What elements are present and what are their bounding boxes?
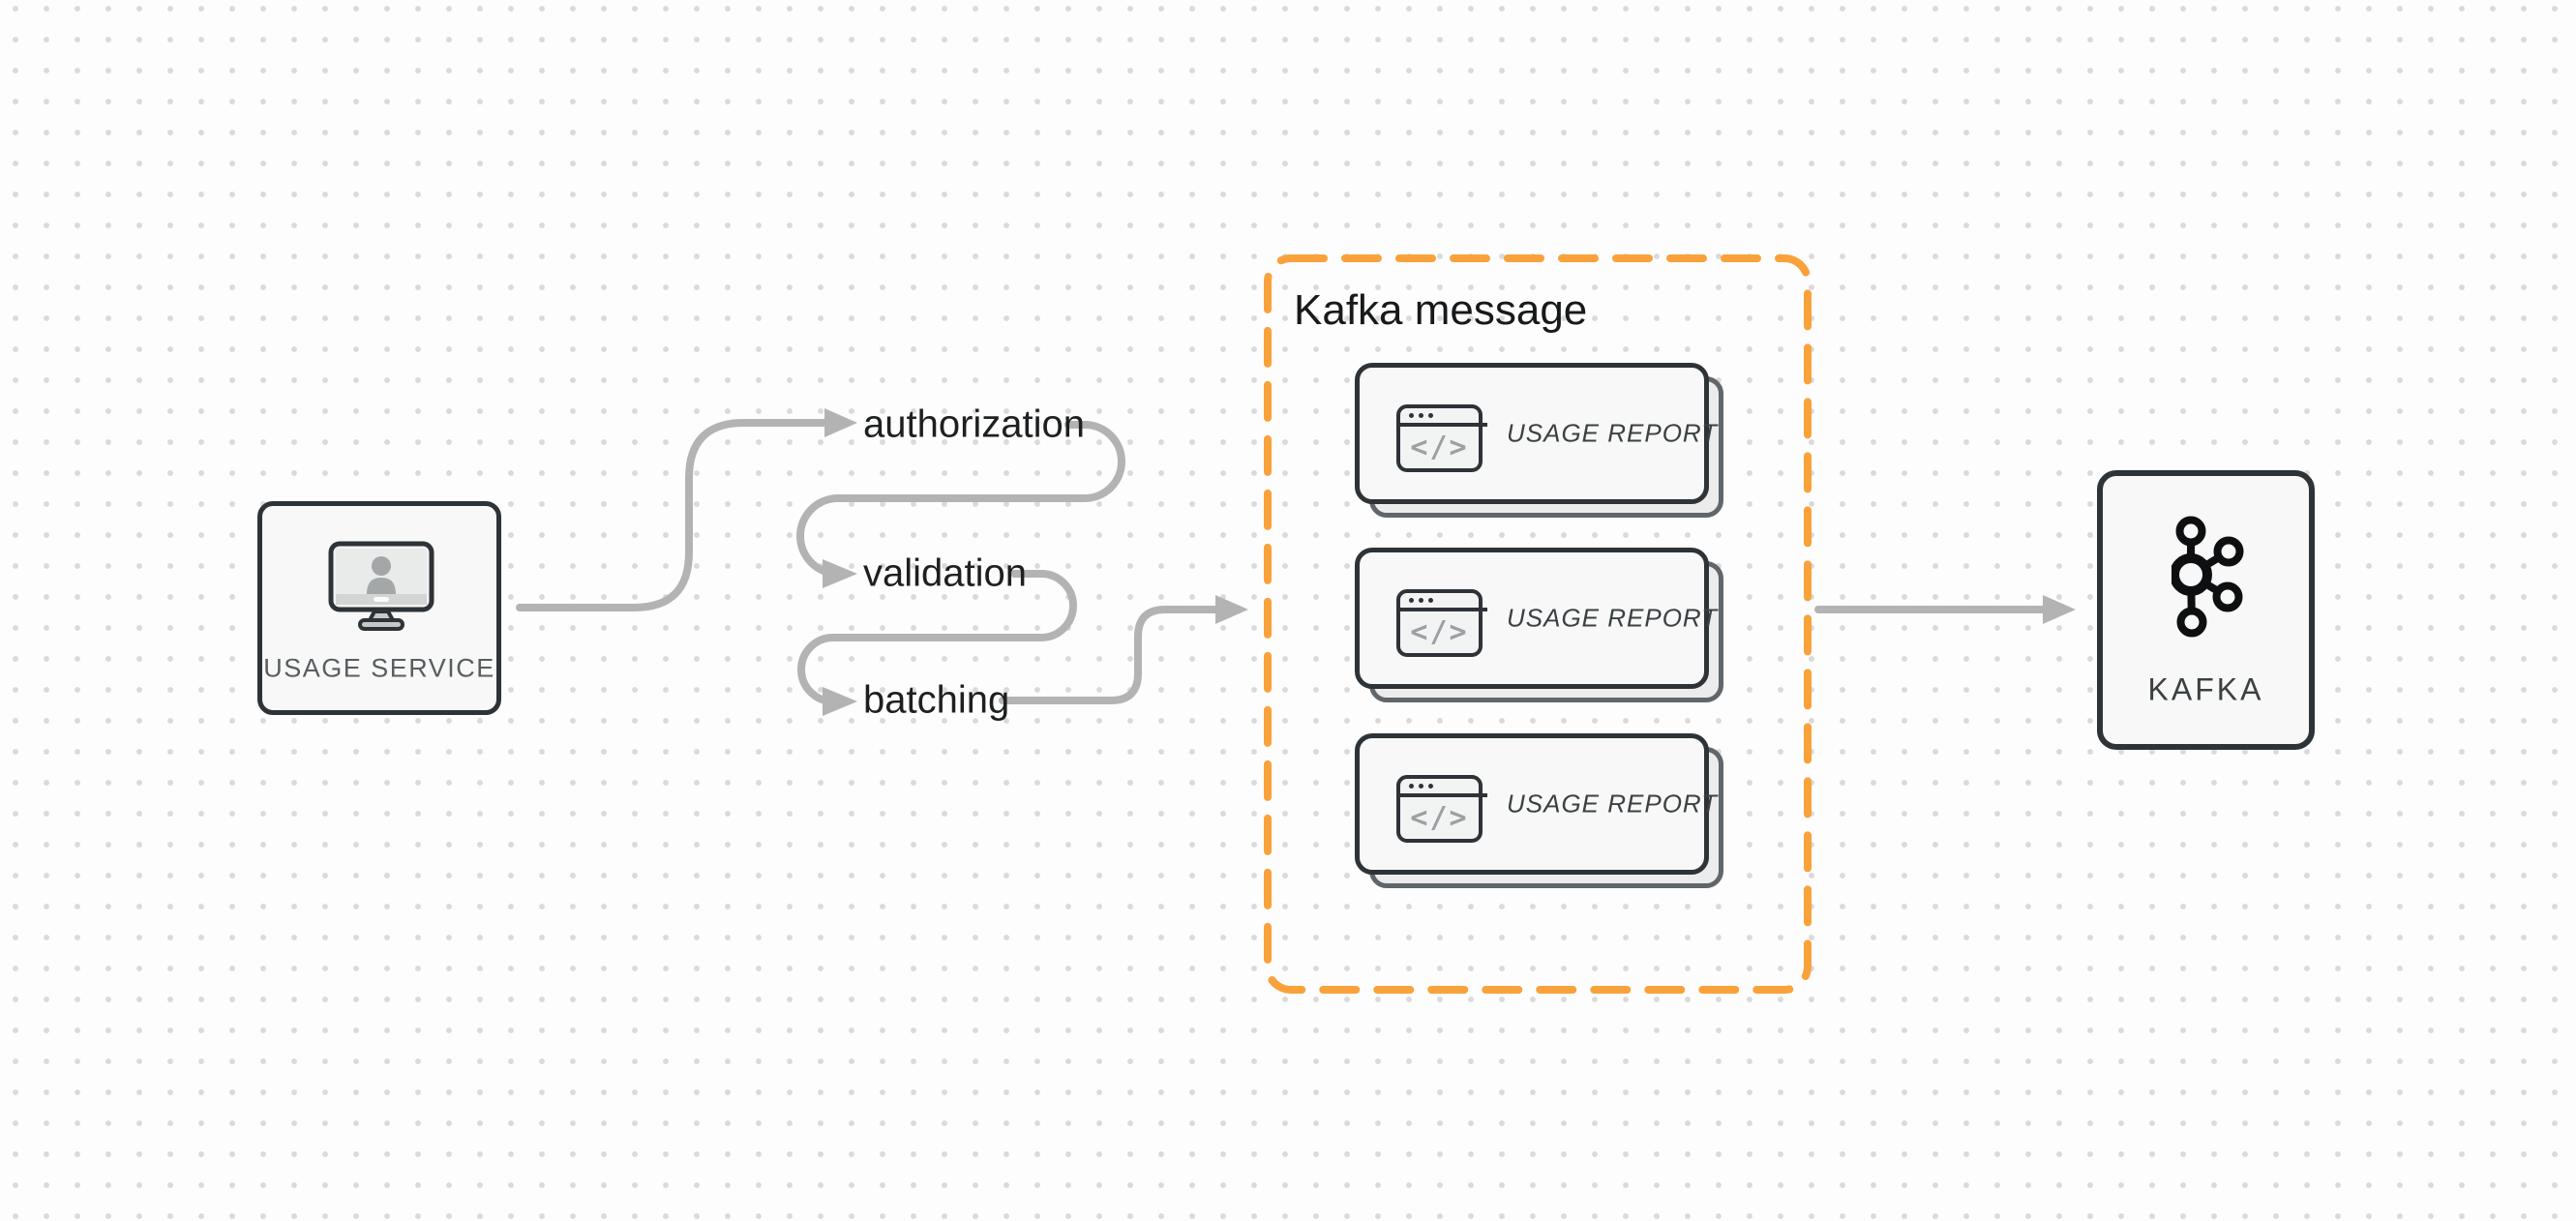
arrowhead-kafka-message <box>1215 595 1248 624</box>
arrowhead-authorization <box>824 408 857 437</box>
code-window-titlebar <box>1400 408 1487 427</box>
code-window-icon: </> <box>1396 775 1487 843</box>
usage-report-label: USAGE REPORT <box>1507 418 1719 448</box>
flow-step-batching: batching <box>863 678 1010 722</box>
arrow-validation-to-batching <box>797 570 1077 705</box>
monitor-user-icon <box>328 541 434 634</box>
usage-report-label: USAGE REPORT <box>1507 789 1719 819</box>
window-dot-icon <box>1409 784 1414 789</box>
window-dot-icon <box>1428 598 1433 603</box>
code-window-icon: </> <box>1396 589 1487 657</box>
window-dot-icon <box>1419 784 1423 789</box>
usage-report-card: </> USAGE REPORT <box>1355 733 1723 888</box>
card-face: </> USAGE REPORT <box>1355 548 1717 689</box>
window-dot-icon <box>1409 598 1414 603</box>
arrowhead-validation <box>823 559 857 588</box>
window-dot-icon <box>1428 413 1433 418</box>
kafka-message-dashed-border <box>1264 254 1812 994</box>
card-face: </> USAGE REPORT <box>1355 733 1717 875</box>
window-dot-icon <box>1428 784 1433 789</box>
arrowhead-kafka <box>2043 595 2076 624</box>
usage-report-card: </> USAGE REPORT <box>1355 363 1723 518</box>
code-glyph: </> <box>1410 431 1469 464</box>
window-dot-icon <box>1409 413 1414 418</box>
arrowhead-batching <box>823 687 857 716</box>
arrow-authorization-to-validation <box>796 421 1125 578</box>
flow-step-validation: validation <box>863 551 1028 595</box>
code-window-titlebar <box>1400 779 1487 797</box>
window-dot-icon <box>1419 598 1423 603</box>
arrow-batching-to-kafka-message <box>999 606 1219 704</box>
kafka-node: KAFKA <box>2097 470 2315 750</box>
kafka-message-group-title: Kafka message <box>1294 286 1588 334</box>
arrow-usage-to-authorization <box>516 419 828 611</box>
code-glyph: </> <box>1410 801 1469 835</box>
window-dot-icon <box>1419 413 1423 418</box>
usage-report-label: USAGE REPORT <box>1507 603 1719 633</box>
card-face: </> USAGE REPORT <box>1355 363 1717 504</box>
code-window-icon: </> <box>1396 404 1487 472</box>
usage-service-label: USAGE SERVICE <box>263 653 495 683</box>
usage-service-node: USAGE SERVICE <box>257 501 501 715</box>
kafka-label: KAFKA <box>2147 671 2264 707</box>
usage-report-card: </> USAGE REPORT <box>1355 548 1723 702</box>
code-glyph: </> <box>1410 615 1469 649</box>
kafka-logo-icon <box>2170 514 2249 638</box>
flow-step-authorization: authorization <box>863 402 1086 446</box>
code-window-titlebar <box>1400 593 1487 611</box>
